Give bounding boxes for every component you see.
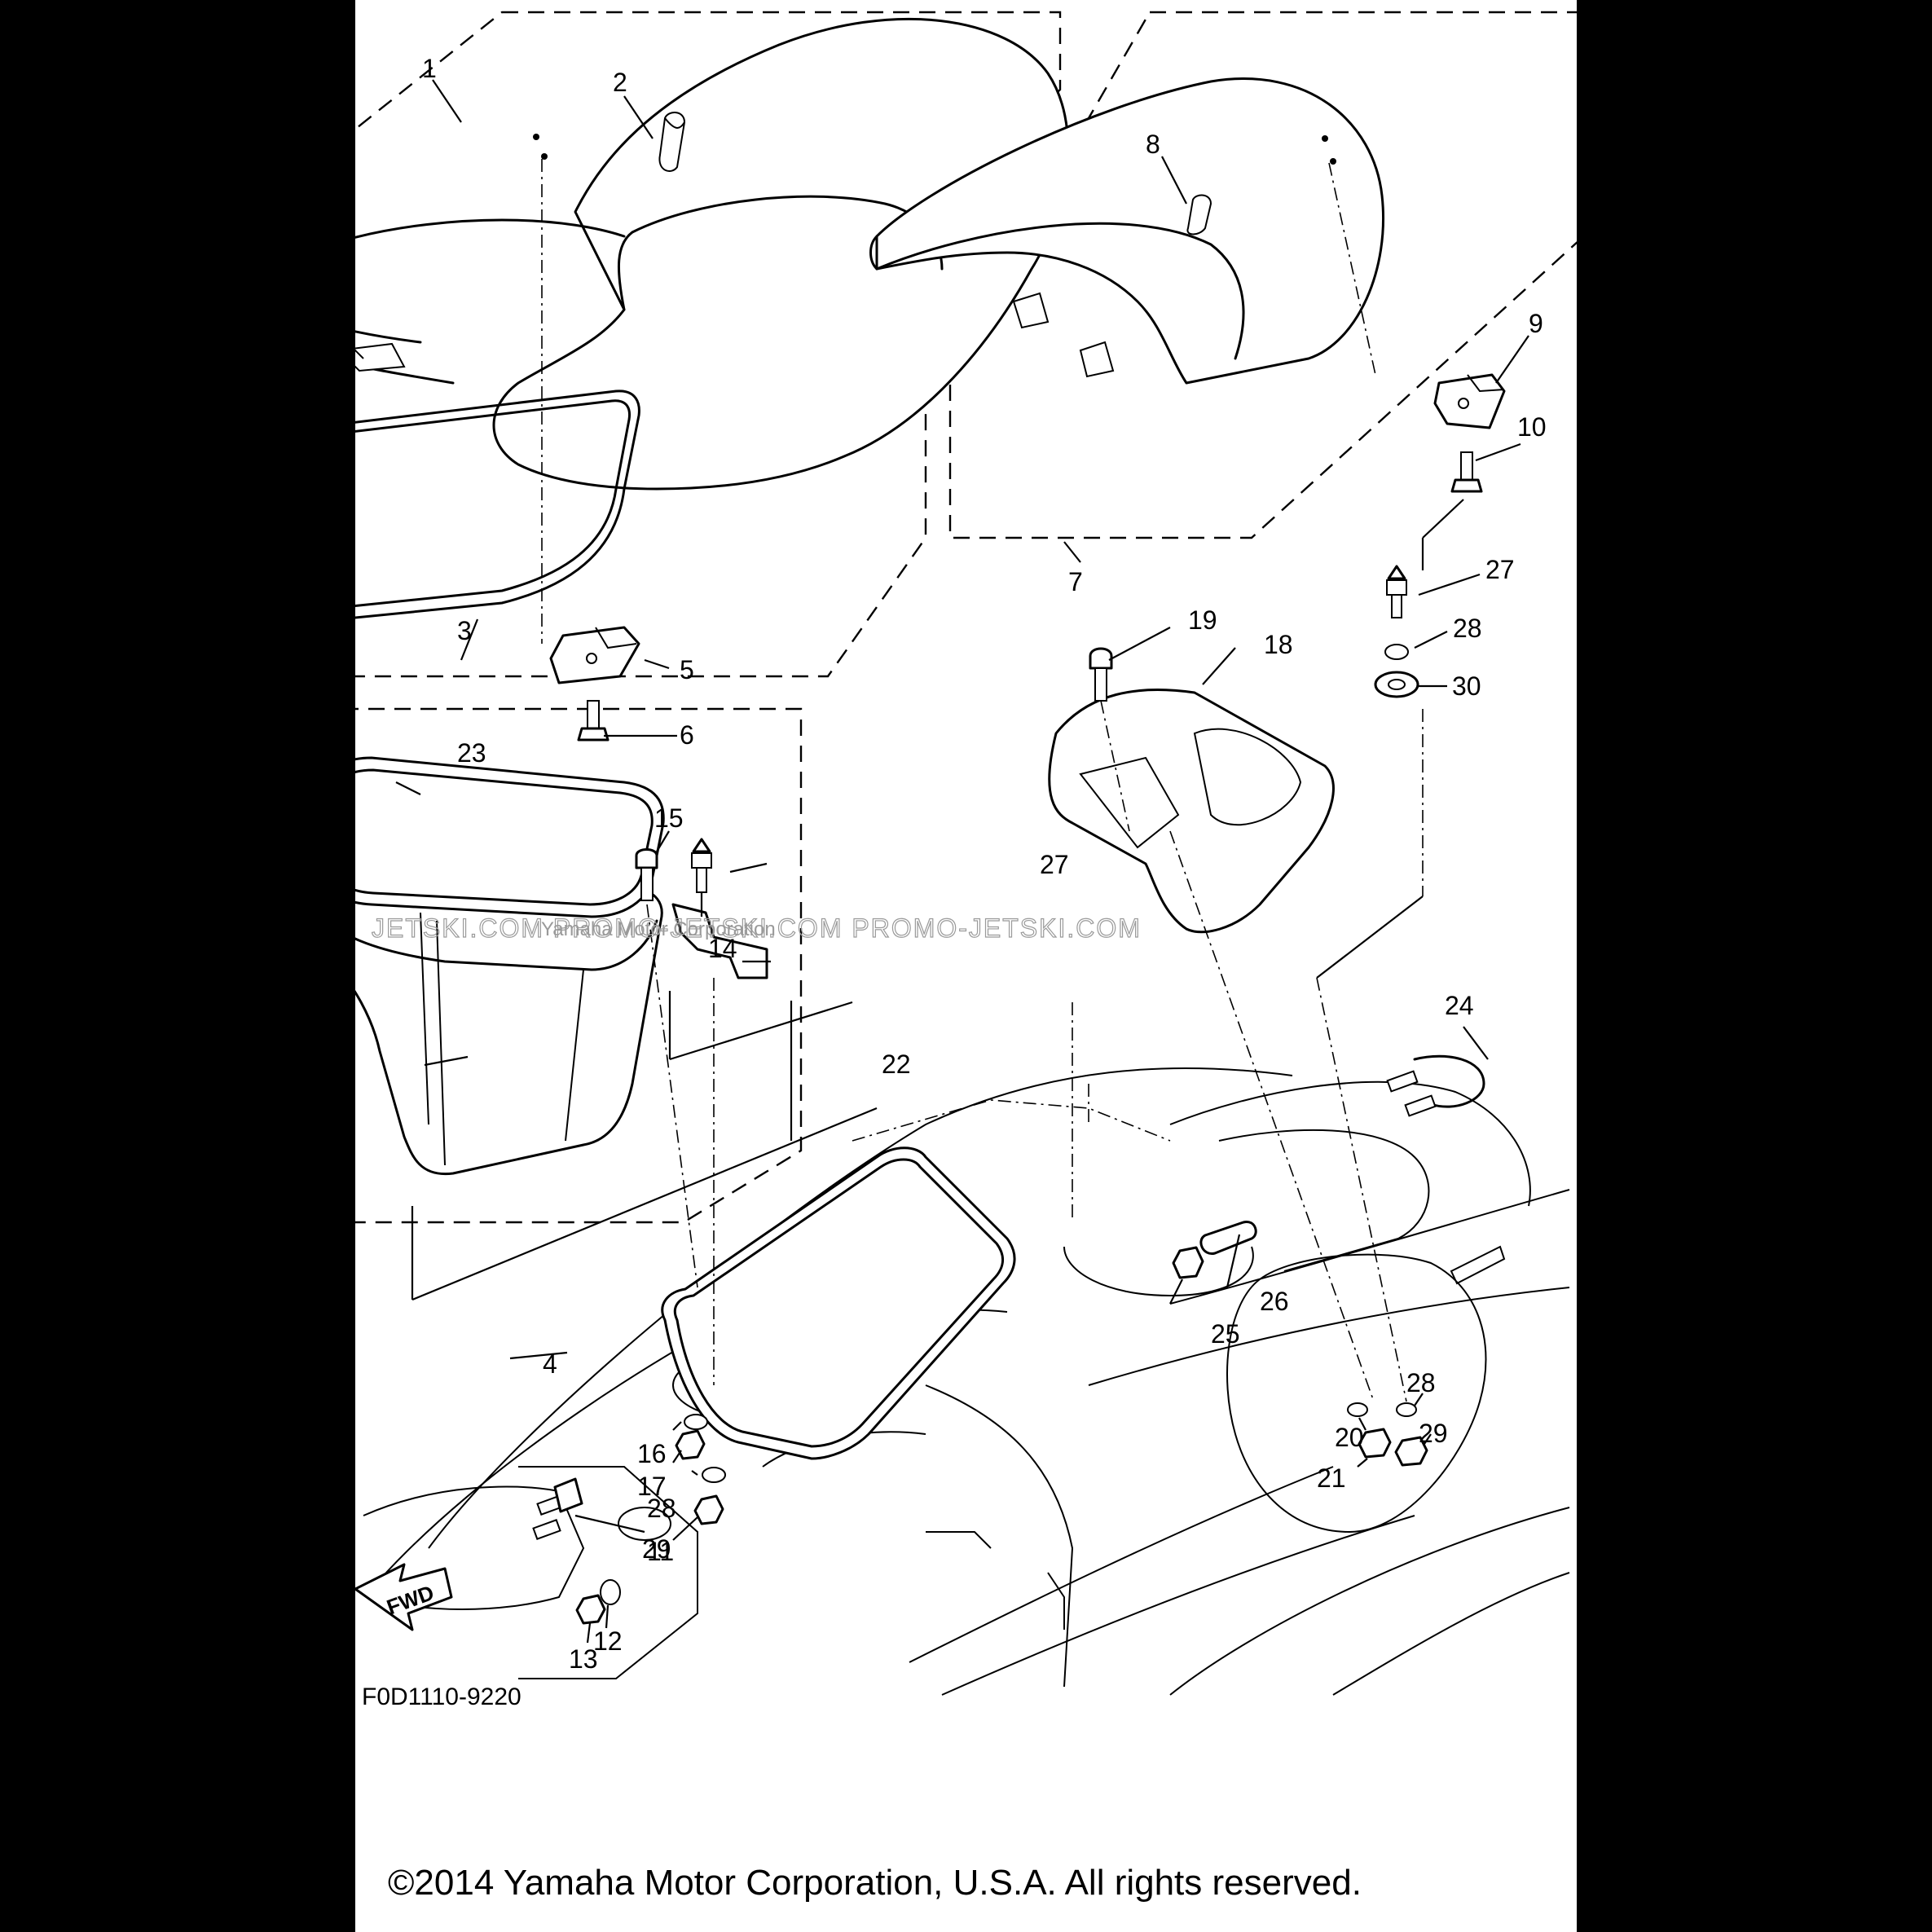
bolt-6 <box>577 700 610 742</box>
parts-diagram: FWD 1 <box>355 11 1577 1903</box>
washer-12 <box>600 1579 621 1605</box>
label-15: 15 <box>654 803 684 833</box>
seat-lock-bracket-front <box>549 626 640 684</box>
bolt-19 <box>1089 647 1113 702</box>
label-28-lower: 28 <box>647 1494 676 1523</box>
diagram-sheet: FWD 1 <box>355 0 1577 1932</box>
washer-20 <box>1347 1402 1368 1417</box>
label-1: 1 <box>422 54 437 83</box>
label-2: 2 <box>613 68 627 97</box>
label-9: 9 <box>1529 309 1543 338</box>
group-box-storage <box>355 707 803 1224</box>
detail-patch <box>1226 1253 1487 1534</box>
copyright-notice: ©2014 Yamaha Motor Corporation, U.S.A. A… <box>388 1863 1362 1903</box>
leader-seat-rear <box>1328 162 1376 376</box>
label-24: 24 <box>1445 991 1474 1020</box>
label-27-upper: 27 <box>1485 555 1515 584</box>
label-20: 20 <box>1335 1423 1364 1452</box>
stopper-27-upper <box>1386 565 1407 618</box>
label-21: 21 <box>1317 1463 1346 1493</box>
nut-17 <box>675 1429 706 1460</box>
seat-lock-bracket-rear <box>1433 373 1506 429</box>
label-17: 17 <box>637 1472 667 1501</box>
label-28-upper: 28 <box>1453 614 1482 643</box>
bolt-11 <box>532 1477 583 1540</box>
seat-seal-front <box>355 389 640 619</box>
rear-seat <box>869 77 1384 385</box>
bolt-10 <box>1450 451 1483 493</box>
label-22: 22 <box>882 1050 911 1079</box>
nut-29-patch <box>1394 1436 1428 1467</box>
hull-deck <box>363 1067 1570 1696</box>
label-23: 23 <box>457 738 486 768</box>
figure-code: F0D1110-9220 <box>362 1683 522 1710</box>
label-14: 14 <box>708 934 737 963</box>
damper-30 <box>1374 671 1419 698</box>
label-5: 5 <box>680 655 694 684</box>
washer-28-upper <box>1384 644 1409 660</box>
label-3: 3 <box>457 616 472 645</box>
deck-seal <box>661 1146 1016 1460</box>
bracket-14 <box>671 903 768 979</box>
label-30: 30 <box>1452 671 1481 701</box>
label-6: 6 <box>680 720 694 750</box>
label-16: 16 <box>637 1439 667 1468</box>
label-19: 19 <box>1188 605 1217 635</box>
label-29-lower: 29 <box>642 1534 671 1564</box>
nut-21 <box>1358 1428 1392 1459</box>
washer-16 <box>684 1414 708 1430</box>
u-bolt-24 <box>1386 1054 1485 1117</box>
storage-box-seal <box>355 756 665 918</box>
label-13: 13 <box>569 1644 598 1674</box>
stopper-27-mid <box>691 838 712 893</box>
label-8: 8 <box>1146 130 1160 159</box>
seat-support-18 <box>1048 689 1335 934</box>
washer-28-lower <box>702 1467 726 1483</box>
watermark-overlay: Yamaha Motor Corporation <box>541 918 776 940</box>
label-10: 10 <box>1517 412 1547 442</box>
bolt-15 <box>635 848 658 901</box>
label-11: 11 <box>647 1537 674 1566</box>
watermark-text: JETSKI.COM PROMO-JETSKI.COM PROMO-JETSKI… <box>372 913 1142 943</box>
label-4: 4 <box>543 1349 557 1379</box>
nut-29-lower <box>693 1494 724 1525</box>
label-27-mid: 27 <box>1040 850 1069 879</box>
fwd-arrow: FWD <box>355 1563 453 1631</box>
label-28-patch: 28 <box>1406 1368 1436 1397</box>
nut-25 <box>1172 1246 1204 1279</box>
label-leaders <box>395 79 1529 1644</box>
label-29-patch: 29 <box>1419 1419 1448 1448</box>
clamp-26 <box>1199 1221 1257 1255</box>
label-25: 25 <box>1211 1319 1240 1349</box>
label-26: 26 <box>1260 1287 1289 1316</box>
part-labels: 1 2 3 4 5 6 7 8 9 10 11 12 13 14 15 16 1… <box>422 54 1547 1674</box>
group-box-seat-front <box>355 11 1062 678</box>
label-12: 12 <box>593 1626 623 1656</box>
nut-13 <box>575 1594 606 1625</box>
label-7: 7 <box>1068 567 1083 596</box>
washer-28-patch <box>1396 1402 1417 1417</box>
label-18: 18 <box>1264 630 1293 659</box>
